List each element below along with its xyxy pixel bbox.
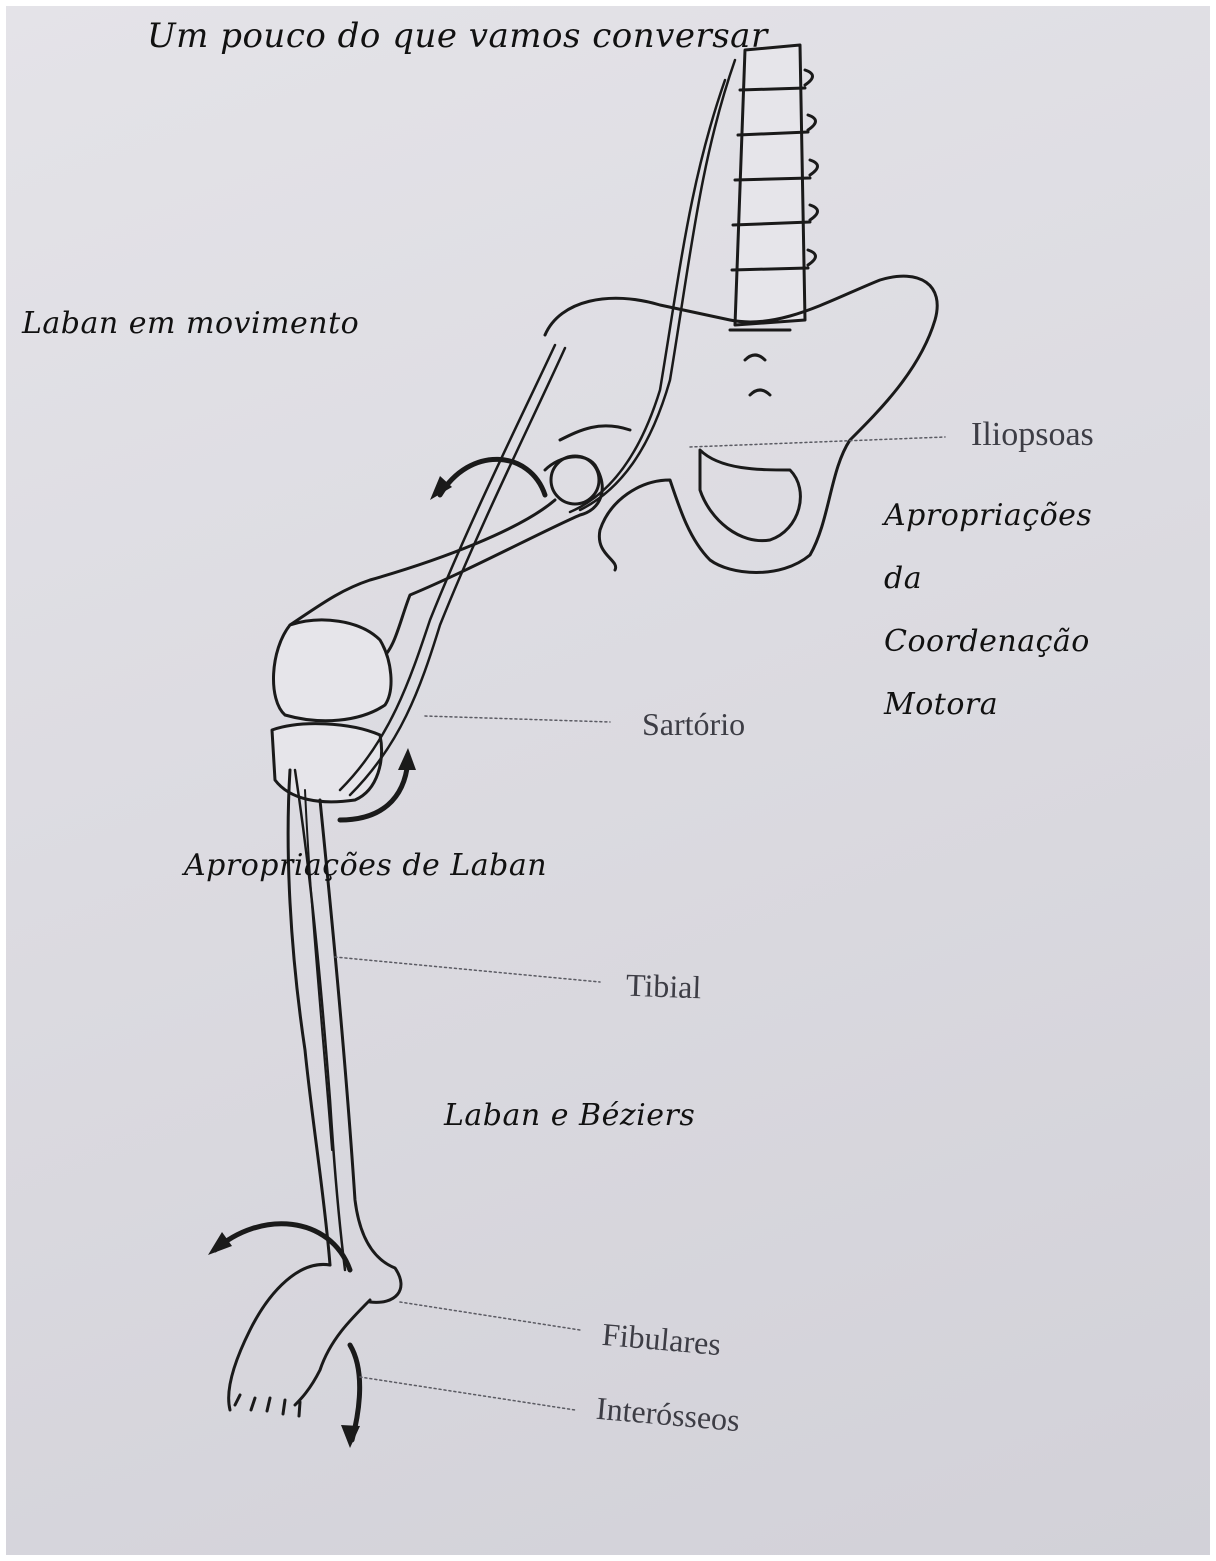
label-iliopsoas: Iliopsoas (971, 416, 1094, 454)
spine (732, 45, 818, 325)
annotation-coordination-line-2: da (884, 561, 922, 596)
annotation-coordination-line-3: Coordenação (884, 624, 1090, 659)
annotation-movement: Laban em movimento (22, 306, 359, 341)
pelvis (545, 276, 937, 572)
label-sartorius: Sartório (642, 706, 745, 743)
annotation-beziers: Laban e Béziers (444, 1098, 695, 1133)
annotation-coordination-line-1: Apropriações (884, 498, 1092, 533)
label-tibial: Tibial (625, 967, 702, 1007)
motion-arrows (215, 459, 545, 1440)
annotation-intro: Um pouco do que vamos conversar (147, 16, 768, 56)
leader-lines (335, 437, 945, 1410)
photo-frame: Um pouco do que vamos conversar Laban em… (6, 6, 1210, 1555)
annotation-coordination-line-4: Motora (884, 687, 998, 722)
foot (229, 1264, 370, 1416)
annotation-laban: Apropriações de Laban (184, 848, 547, 883)
